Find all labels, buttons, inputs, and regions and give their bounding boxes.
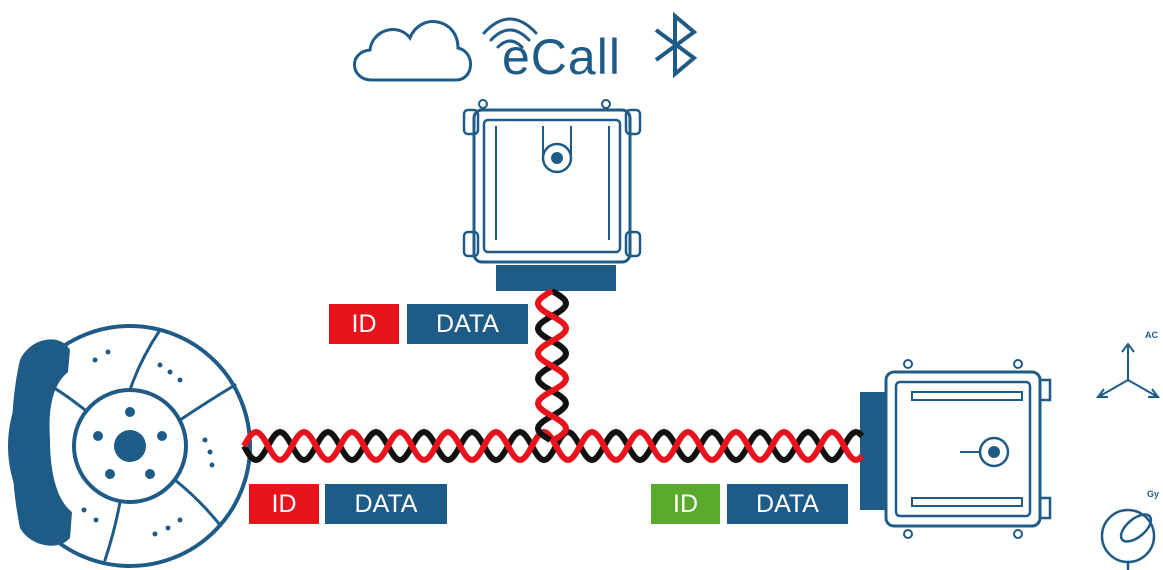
cloud-icon [353,20,472,82]
brake-disc [8,324,252,568]
stub-high-wire [534,288,570,443]
wifi-icon [482,17,538,49]
right-data-tag: DATA [727,484,848,524]
left-id-tag: ID [249,484,319,524]
accelerometer-label: AC [1145,330,1158,340]
ecall-label: eCall [502,29,621,85]
top-ecu [462,99,642,291]
left-data-tag: DATA [325,484,447,524]
bluetooth-icon [654,11,698,79]
gyroscope-label: Gy [1147,489,1160,499]
accelerometer-icon [1096,342,1160,398]
top-id-tag: ID [329,304,399,344]
can-low-wire [241,428,865,464]
can-high-wire [241,428,865,464]
right-id-tag: ID [651,484,720,524]
can-bus-stub-vertical [534,288,570,443]
gyroscope-icon [1100,508,1156,570]
top-data-tag: DATA [407,304,528,344]
can-bus-horizontal [241,428,865,464]
brake-caliper [11,339,72,546]
right-ecu [860,359,1052,539]
